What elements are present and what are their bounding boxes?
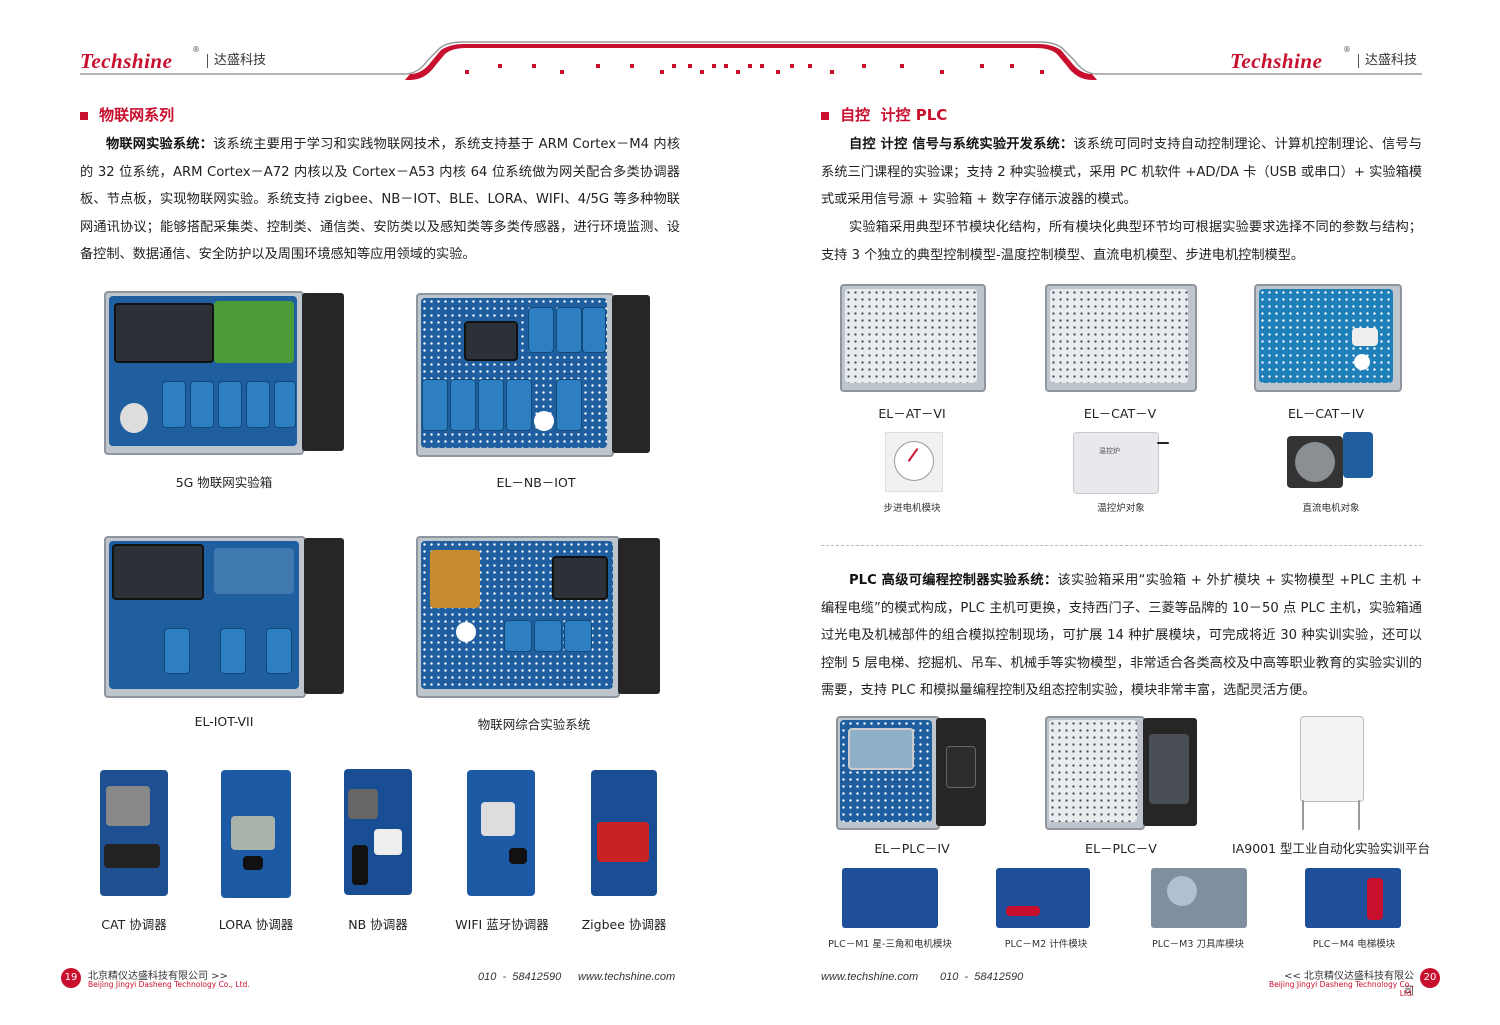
caption-plc-m3: PLC－M3 刀具库模块 <box>1152 939 1244 950</box>
caption-nb: NB 协调器 <box>348 917 408 932</box>
header: Techshine ® 达盛科技 Techshine ® 达盛科技 <box>0 0 1500 90</box>
footer-phone-left: 010 - 58412590 <box>478 971 562 983</box>
oven-label: 温控炉 <box>1099 447 1120 455</box>
caption-el-at-vi: EL－AT－VI <box>878 406 946 421</box>
product-image-el-iot-vii <box>104 536 344 698</box>
product-image-el-plc-iv <box>836 716 986 830</box>
plc-body: 该实验箱采用“实验箱 + 外扩模块 + 实物模型 +PLC 主机 + 编程电缆”… <box>821 573 1422 698</box>
board-image-cat <box>100 770 168 896</box>
logo-left: Techshine <box>80 49 173 73</box>
caption-5g-box: 5G 物联网实验箱 <box>175 475 273 490</box>
caption-iot-comprehensive: 物联网综合实验系统 <box>477 717 591 732</box>
bullet-square-icon <box>821 112 829 120</box>
product-image-ia9001 <box>1296 716 1366 832</box>
left-section-title: 物联网系列 <box>80 104 174 125</box>
board-image-zigbee <box>591 770 657 896</box>
right-intro-lead: 自控 计控 信号与系统实验开发系统： <box>849 137 1074 152</box>
logo-right: Techshine <box>1230 49 1323 73</box>
footer-company-en-left: Beijing Jingyi Dasheng Technology Co., L… <box>88 980 250 989</box>
caption-stepper-motor: 步进电机模块 <box>883 503 941 514</box>
caption-wifi-bluetooth: WIFI 蓝牙协调器 <box>455 917 549 932</box>
caption-el-iot-vii: EL-IOT-VII <box>194 714 254 729</box>
module-image-plc-m1 <box>842 868 938 928</box>
footer-website-right: www.techshine.com <box>821 971 919 983</box>
object-image-temp-oven: 温控炉 <box>1073 432 1169 494</box>
section-divider <box>821 545 1422 546</box>
right-intro-paragraph: 自控 计控 信号与系统实验开发系统：该系统可同时支持自动控制理论、计算机控制理论… <box>821 131 1422 214</box>
caption-ia9001: IA9001 型工业自动化实验实训平台 <box>1232 841 1431 856</box>
product-image-el-cat-v <box>1045 284 1197 392</box>
caption-cat: CAT 协调器 <box>101 917 167 932</box>
product-image-iot-comprehensive <box>416 536 660 698</box>
caption-el-plc-iv: EL－PLC－IV <box>874 841 950 856</box>
page-number-right: 20 <box>1420 968 1440 988</box>
board-image-nb <box>344 769 412 895</box>
product-image-5g-box <box>104 291 344 457</box>
object-image-dc-motor <box>1287 432 1373 492</box>
footer-company-en-right: Beijing Jingyi Dasheng Technology Co., L… <box>1268 980 1414 998</box>
plc-paragraph: PLC 高级可编程控制器实验系统：该实验箱采用“实验箱 + 外扩模块 + 实物模… <box>821 567 1422 705</box>
module-image-plc-m3 <box>1151 868 1247 928</box>
page-number-left: 19 <box>61 968 81 988</box>
product-image-el-at-vi <box>840 284 986 392</box>
product-image-el-plc-v <box>1045 716 1197 830</box>
object-image-stepper-motor <box>885 432 943 492</box>
caption-plc-m4: PLC－M4 电梯模块 <box>1312 939 1396 950</box>
plc-lead: PLC 高级可编程控制器实验系统： <box>849 573 1058 588</box>
left-intro-body: 该系统主要用于学习和实践物联网技术，系统支持基于 ARM Cortex－M4 内… <box>80 137 681 262</box>
caption-temp-oven: 温控炉对象 <box>1097 503 1145 514</box>
footer-company-cn-right: << 北京精仪达盛科技有限公司 <box>1284 971 1414 997</box>
board-image-lora <box>221 770 291 898</box>
product-image-nb-iot <box>416 293 650 458</box>
caption-plc-m2: PLC－M2 计件模块 <box>1004 939 1088 950</box>
footer-company-cn-left: 北京精仪达盛科技有限公司 >> <box>88 971 228 982</box>
right-intro-body: 该系统可同时支持自动控制理论、计算机控制理论、信号与系统三门课程的实验课；支持 … <box>821 137 1422 207</box>
footer-phone-right: 010 - 58412590 <box>940 971 1024 983</box>
left-intro-lead: 物联网实验系统： <box>106 137 214 152</box>
caption-nb-iot: EL－NB－IOT <box>496 475 576 490</box>
caption-lora: LORA 协调器 <box>218 917 294 932</box>
left-intro-paragraph: 物联网实验系统：该系统主要用于学习和实践物联网技术，系统支持基于 ARM Cor… <box>80 131 680 269</box>
module-image-plc-m4 <box>1305 868 1401 928</box>
caption-dc-motor: 直流电机对象 <box>1302 503 1360 514</box>
caption-el-plc-v: EL－PLC－V <box>1085 841 1157 856</box>
right-section-title: 自控 计控 PLC <box>821 104 947 125</box>
registered-mark-right: ® <box>1343 45 1351 54</box>
right-structure-paragraph: 实验箱采用典型环节模块化结构，所有模块化典型环节均可根据实验要求选择不同的参数与… <box>821 220 1422 263</box>
header-decoration <box>80 41 1422 80</box>
module-image-plc-m2 <box>996 868 1090 928</box>
bullet-square-icon <box>80 112 88 120</box>
caption-zigbee: Zigbee 协调器 <box>581 917 667 932</box>
footer-website-left: www.techshine.com <box>578 971 676 983</box>
product-image-el-cat-iv <box>1254 284 1402 392</box>
logo-cn-left: 达盛科技 <box>207 54 266 68</box>
caption-plc-m1: PLC－M1 星-三角和电机模块 <box>828 939 952 950</box>
logo-cn-right: 达盛科技 <box>1358 54 1417 68</box>
board-image-wifi-bluetooth <box>467 770 535 896</box>
registered-mark-left: ® <box>192 45 200 54</box>
caption-el-cat-v: EL－CAT－V <box>1083 406 1157 421</box>
caption-el-cat-iv: EL－CAT－IV <box>1287 406 1365 421</box>
